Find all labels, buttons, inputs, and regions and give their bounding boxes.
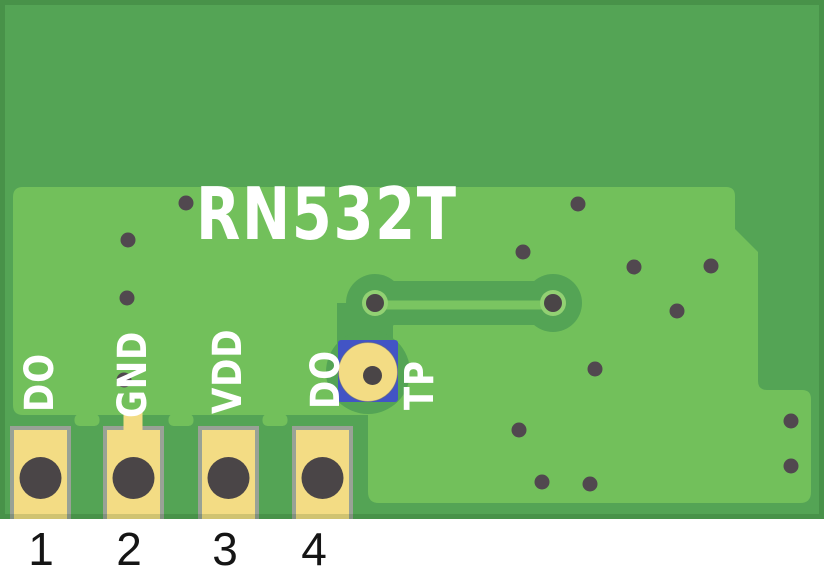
pin-number-1: 1 bbox=[28, 523, 54, 575]
via-hole bbox=[544, 294, 562, 312]
signal-trace bbox=[375, 300, 553, 310]
copper-pour-region bbox=[13, 187, 811, 503]
tp-hole bbox=[363, 366, 382, 385]
pad-2 bbox=[103, 412, 164, 519]
pin-number-4: 4 bbox=[301, 523, 327, 575]
via-dot bbox=[626, 259, 642, 275]
gnd-stub-trace bbox=[123, 412, 143, 434]
via-dot bbox=[511, 422, 527, 438]
via-dot bbox=[534, 474, 550, 490]
via-dot bbox=[582, 476, 598, 492]
via-dot bbox=[783, 413, 799, 429]
tp-label: TP bbox=[397, 360, 443, 410]
via-dot bbox=[515, 244, 531, 260]
via-dot bbox=[703, 258, 719, 274]
board-edge-shade bbox=[0, 0, 824, 519]
via-dot bbox=[783, 458, 799, 474]
pad-hole bbox=[301, 457, 344, 499]
pad-1 bbox=[10, 426, 71, 519]
via-hole bbox=[366, 294, 384, 312]
pour-edge-dips bbox=[74, 414, 288, 426]
pin-label-vdd: VDD bbox=[205, 328, 251, 414]
pad-hole bbox=[207, 457, 250, 499]
via-dot bbox=[178, 195, 194, 211]
via-dot bbox=[570, 196, 586, 212]
pour-dip bbox=[262, 414, 288, 426]
pad-4 bbox=[292, 426, 353, 519]
pour-dip bbox=[74, 414, 100, 426]
pin-label-do-4: DO bbox=[303, 350, 349, 409]
pour-dip bbox=[168, 414, 194, 426]
pad-hole bbox=[112, 457, 155, 499]
via-dot bbox=[120, 232, 136, 248]
silkscreen-title: RN532T bbox=[196, 172, 458, 256]
via-dot bbox=[669, 303, 685, 319]
via-dot bbox=[587, 361, 603, 377]
test-point bbox=[338, 340, 398, 402]
via-dots bbox=[116, 195, 799, 492]
pin-label-do-1: DO bbox=[17, 353, 63, 412]
pin-number-3: 3 bbox=[212, 523, 238, 575]
via-dot bbox=[119, 290, 135, 306]
pad-3 bbox=[198, 426, 259, 519]
pad-hole bbox=[19, 457, 62, 499]
via-dot bbox=[116, 372, 132, 388]
pin-label-gnd: GND bbox=[110, 330, 156, 418]
pin-number-2: 2 bbox=[116, 523, 142, 575]
